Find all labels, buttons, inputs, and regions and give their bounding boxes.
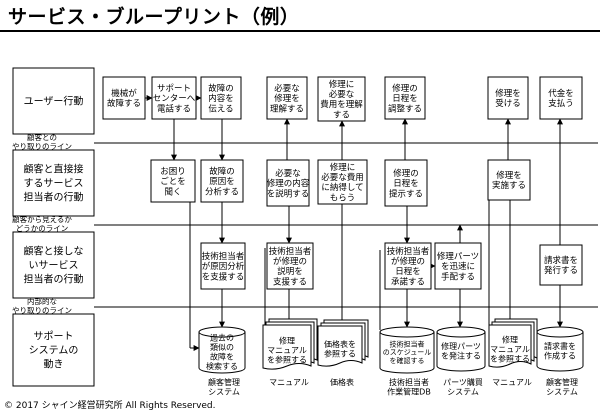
copyright-text: © 2017 シャイン経営研究所 All Rights Reserved.: [4, 401, 216, 411]
step-text: 修理の日程を調整する: [388, 83, 422, 114]
lane-label: ユーザー行動: [24, 95, 84, 108]
support-caption: 顧客管理システム: [546, 377, 578, 397]
support-text: 過去の類似の故障を検索する: [206, 333, 238, 371]
lane-back: 顧客と接しないサービス担当者の行動: [12, 231, 95, 299]
lane-label: 顧客と接しないサービス担当者の行動: [24, 245, 84, 286]
support-text: 請求書を作成する: [544, 341, 576, 360]
step-u4: 必要な修理を理解する: [266, 76, 308, 120]
page-title: サービス・ブループリント（例）: [8, 6, 300, 28]
step-b1: 技術担当者が原因分析を支援する: [200, 242, 246, 290]
step-u3: 故障の内容を伝える: [200, 76, 242, 120]
step-text: 故障の内容を伝える: [208, 83, 234, 114]
support-text: 修理マニュアルを参照する: [490, 334, 530, 363]
divider-line: 顧客から見えるかどうかのライン: [12, 214, 598, 233]
lane-label: サポートシステムの動き: [29, 331, 79, 371]
step-b2: 技術担当者が修理の説明を支援する: [266, 242, 314, 290]
step-text: 代金を支払う: [548, 88, 574, 109]
step-text: 請求書を発行する: [544, 255, 578, 276]
step-b4: 修理パーツを迅速に手配する: [434, 242, 482, 290]
step-text: 技術担当者が修理の説明を支援する: [269, 246, 312, 288]
step-text: 技術担当者が原因分析を支援する: [202, 251, 245, 282]
support-caption: パーツ購買システム: [443, 377, 483, 397]
step-text: 修理の日程を提示する: [389, 168, 423, 199]
step-text: 修理パーツを迅速に手配する: [437, 251, 479, 282]
step-u8: 代金を支払う: [539, 76, 583, 120]
divider-label: 顧客から見えるかどうかのライン: [12, 214, 72, 233]
divider-line: 顧客とのやり取りのライン: [12, 132, 598, 151]
step-u7: 修理を受ける: [487, 76, 529, 120]
lane-front: 顧客と直接接するサービス担当者の行動: [12, 149, 95, 217]
step-text: お困りごとを聞く: [160, 167, 186, 197]
support-caption: マニュアル: [492, 378, 532, 387]
step-b3: 技術担当者が修理の日程を承諾する: [384, 242, 432, 290]
step-f6: 修理を実施する: [487, 159, 531, 201]
divider-label: 内部的なやり取りのライン: [12, 296, 72, 315]
step-f4: 修理に必要な費用に納得してもらう: [317, 159, 368, 205]
step-f3: 必要な修理の内容を説明する: [266, 159, 310, 207]
step-text: 故障の原因を分析する: [205, 166, 239, 197]
support-caption: 顧客管理システム: [208, 377, 240, 397]
step-text: 修理に必要な費用を理解する: [320, 79, 363, 121]
step-f5: 修理の日程を提示する: [384, 159, 428, 207]
support-caption: 技術担当者作業管理DB: [387, 377, 431, 397]
step-f2: 故障の原因を分析する: [200, 159, 244, 203]
step-text: 機械が故障する: [107, 88, 141, 109]
step-u2: サポートセンターへ電話する: [151, 76, 197, 120]
step-text: 必要な修理を理解する: [270, 83, 304, 114]
divider-label: 顧客とのやり取りのライン: [12, 132, 72, 151]
divider-line: 内部的なやり取りのライン: [12, 296, 598, 315]
step-text: 修理を実施する: [492, 170, 526, 191]
step-text: 必要な修理の内容を説明する: [267, 168, 310, 199]
step-b5: 請求書を発行する: [539, 244, 583, 286]
step-text: 修理を受ける: [495, 88, 521, 109]
step-u6: 修理の日程を調整する: [384, 76, 426, 120]
lane-user: ユーザー行動: [12, 67, 95, 135]
support-text: 修理パーツを発注する: [441, 341, 481, 360]
step-u1: 機械が故障する: [102, 76, 146, 120]
support-text: 修理マニュアルを参照する: [267, 335, 307, 364]
step-text: 修理に必要な費用に納得してもらう: [321, 162, 364, 204]
lane-support: サポートシステムの動き: [12, 313, 95, 387]
support-text: 技術担当者のスケジュールを確認する: [383, 339, 432, 365]
step-text: 技術担当者が修理の日程を承諾する: [387, 246, 430, 288]
step-u5: 修理に必要な費用を理解する: [317, 76, 366, 122]
step-f1: お困りごとを聞く: [150, 159, 196, 203]
title-rule: [0, 30, 600, 32]
support-text: 価格表を参照する: [324, 339, 356, 358]
support-caption: マニュアル: [269, 378, 309, 387]
lane-label: 顧客と直接接するサービス担当者の行動: [24, 163, 84, 204]
support-caption: 価格表: [330, 377, 354, 387]
step-text: サポートセンターへ電話する: [153, 84, 196, 114]
